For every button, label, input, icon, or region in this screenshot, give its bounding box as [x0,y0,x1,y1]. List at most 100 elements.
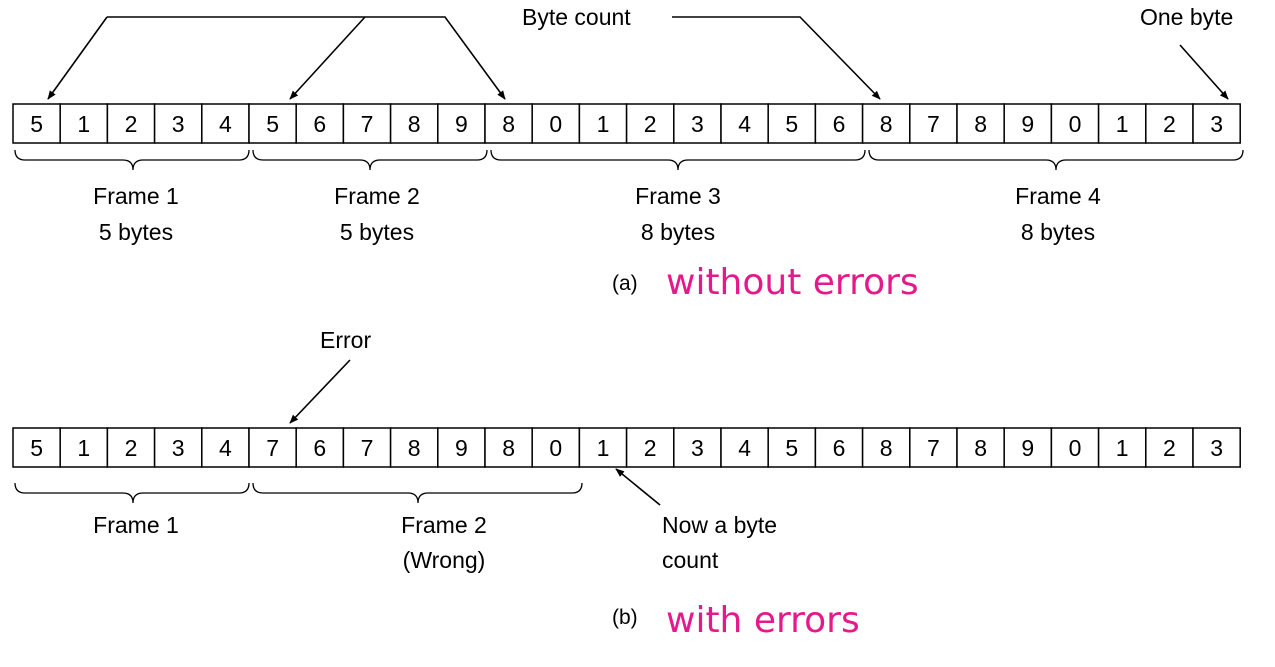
top-byte-box [106,103,156,144]
bottom-byte-value: 4 [738,435,751,461]
caption-a-letter: (a) [612,272,638,295]
bottom-byte-cell: 6 [814,427,864,468]
top-byte-cell: 1 [578,103,628,144]
byte-count-arrow [672,16,881,100]
bottom-frame-2-name: Frame 2 [401,512,487,538]
bottom-byte-cell: 0 [531,427,581,468]
bottom-frame-1-brace [14,482,250,504]
bottom-byte-value: 8 [408,435,421,461]
top-byte-value: 8 [974,111,987,137]
top-byte-cell: 6 [295,103,345,144]
top-byte-value: 1 [597,111,610,137]
one-byte-label: One byte [1140,4,1233,30]
frame-2-name: Frame 2 [334,183,420,209]
top-byte-value: 8 [502,111,515,137]
bottom-byte-cell: 1 [59,427,109,468]
error-label: Error [320,327,371,353]
bottom-byte-value: 1 [1116,435,1129,461]
top-byte-value: 8 [408,111,421,137]
bottom-byte-value: 0 [1069,435,1082,461]
frame-4-brace [868,149,1244,171]
top-byte-value: 6 [833,111,846,137]
bottom-byte-cell: 9 [1003,427,1053,468]
top-byte-cell: 0 [531,103,581,144]
caption-b-note: with errors [666,600,860,641]
bottom-byte-box [1003,427,1053,468]
bottom-byte-box [437,427,486,468]
top-byte-value: 5 [266,111,279,137]
bottom-byte-value: 7 [927,435,940,461]
top-byte-value: 2 [125,111,138,137]
bottom-byte-box [201,427,250,468]
bottom-byte-value: 5 [30,435,43,461]
bottom-byte-box [720,427,769,468]
frame-1-name: Frame 1 [93,183,179,209]
bottom-byte-cell: 2 [106,427,156,468]
bottom-byte-box [342,427,392,468]
bottom-byte-value: 1 [597,435,610,461]
bottom-byte-cell: 4 [201,427,250,468]
top-byte-cell: 5 [12,103,61,144]
bottom-byte-cell: 8 [861,427,911,468]
bottom-byte-box [909,427,958,468]
now-byte-count-line1: Now a byte [662,512,777,538]
bottom-byte-cell: 1 [578,427,628,468]
bottom-byte-cell: 1 [1097,427,1147,468]
bottom-byte-value: 1 [77,435,90,461]
bottom-byte-value: 4 [219,435,232,461]
bottom-byte-cell: 7 [909,427,958,468]
bottom-byte-box [625,427,675,468]
frame-2-pointer-arrow [289,16,366,100]
bottom-byte-value: 2 [1163,435,1176,461]
bottom-byte-cell: 7 [342,427,392,468]
top-byte-cell: 8 [484,103,533,144]
top-byte-value: 3 [1210,111,1223,137]
frame-3-size: 8 bytes [641,219,715,245]
frame-3-brace [490,149,866,171]
top-byte-box [295,103,345,144]
bottom-byte-cell: 5 [767,427,817,468]
top-byte-value: 1 [77,111,90,137]
bottom-byte-box [956,427,1005,468]
bottom-byte-value: 8 [880,435,893,461]
frame-3-pointer-arrow [107,16,506,100]
top-byte-box [720,103,769,144]
top-byte-box [12,103,61,144]
top-byte-cell: 8 [956,103,1005,144]
top-byte-value: 7 [361,111,374,137]
bottom-byte-box [1097,427,1147,468]
top-byte-value: 3 [691,111,704,137]
top-byte-value: 9 [1021,111,1034,137]
bottom-byte-value: 6 [313,435,326,461]
bottom-byte-cell: 8 [956,427,1005,468]
bottom-byte-box [531,427,581,468]
one-byte-arrow [1179,44,1229,100]
bottom-byte-value: 7 [361,435,374,461]
bottom-byte-box [1192,427,1241,468]
frame-1-brace [14,149,250,171]
top-byte-value: 4 [219,111,232,137]
top-byte-box [767,103,817,144]
bottom-byte-cell: 2 [1145,427,1194,468]
top-byte-value: 4 [738,111,751,137]
frame-1-pointer-arrow [47,16,108,100]
top-byte-value: 2 [644,111,657,137]
top-byte-cell: 5 [767,103,817,144]
top-byte-box [437,103,486,144]
top-byte-cell: 9 [1003,103,1053,144]
frame-4-name: Frame 4 [1015,183,1101,209]
bottom-frame-2-brace [252,482,583,504]
top-byte-value: 2 [1163,111,1176,137]
bottom-byte-box [389,427,439,468]
top-byte-box [1050,103,1100,144]
top-byte-box [1145,103,1194,144]
top-byte-box [861,103,911,144]
bottom-byte-value: 3 [1210,435,1223,461]
bottom-byte-value: 3 [172,435,185,461]
top-byte-value: 0 [1069,111,1082,137]
top-byte-box [531,103,581,144]
bottom-byte-value: 8 [502,435,515,461]
